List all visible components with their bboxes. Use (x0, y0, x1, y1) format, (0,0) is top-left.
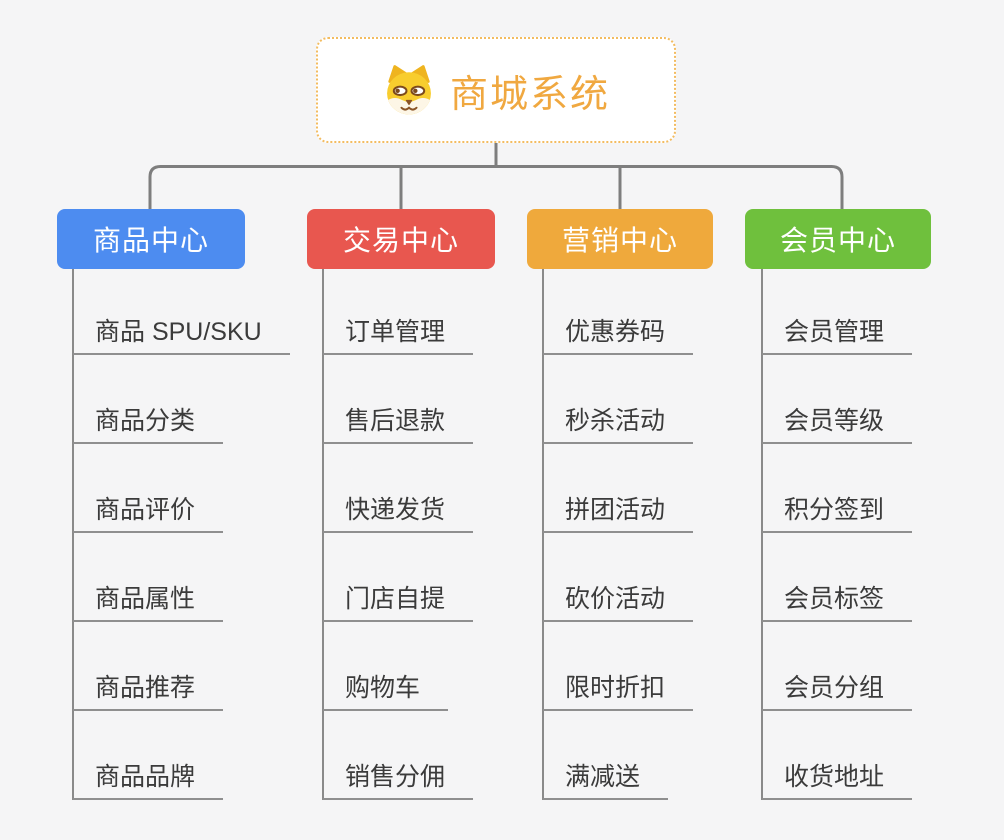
leaf-node[interactable]: 商品推荐 (73, 667, 224, 711)
branch-node-trade-center[interactable]: 交易中心 (307, 209, 495, 269)
branch-node-marketing-center[interactable]: 营销中心 (527, 209, 713, 269)
branch-label: 会员中心 (779, 225, 896, 256)
leaf-node[interactable]: 会员分组 (762, 667, 913, 711)
leaf-node[interactable]: 积分签到 (762, 489, 913, 533)
leaf-node[interactable]: 商品评价 (73, 489, 224, 533)
leaf-node[interactable]: 限时折扣 (543, 667, 694, 711)
leaf-node[interactable]: 优惠券码 (543, 311, 694, 355)
leaf-node[interactable]: 购物车 (323, 667, 449, 711)
leaf-node[interactable]: 会员标签 (762, 578, 913, 622)
leaf-node[interactable]: 快递发货 (323, 489, 474, 533)
leaf-node[interactable]: 收货地址 (762, 756, 913, 800)
branch-label: 交易中心 (342, 225, 459, 256)
branch-label: 营销中心 (561, 225, 678, 256)
dog-face-icon (387, 65, 431, 115)
leaf-node[interactable]: 会员管理 (762, 311, 913, 355)
branch-node-member-center[interactable]: 会员中心 (745, 209, 931, 269)
leaf-node[interactable]: 拼团活动 (543, 489, 694, 533)
leaf-node[interactable]: 门店自提 (323, 578, 474, 622)
leaf-node[interactable]: 满减送 (543, 756, 669, 800)
root-title: 商城系统 (449, 73, 610, 116)
leaf-node[interactable]: 销售分佣 (323, 756, 474, 800)
leaf-node[interactable]: 商品品牌 (73, 756, 224, 800)
root-node-mall-system[interactable]: 商城系统 (316, 37, 676, 143)
branch-label: 商品中心 (92, 225, 209, 256)
leaf-node[interactable]: 售后退款 (323, 400, 474, 444)
leaf-node[interactable]: 商品 SPU/SKU (73, 311, 290, 355)
leaf-node[interactable]: 商品分类 (73, 400, 224, 444)
leaf-node[interactable]: 砍价活动 (543, 578, 694, 622)
leaf-node[interactable]: 秒杀活动 (543, 400, 694, 444)
leaf-node[interactable]: 商品属性 (73, 578, 224, 622)
leaf-node[interactable]: 会员等级 (762, 400, 913, 444)
branch-node-product-center[interactable]: 商品中心 (57, 209, 245, 269)
leaf-node[interactable]: 订单管理 (323, 311, 474, 355)
